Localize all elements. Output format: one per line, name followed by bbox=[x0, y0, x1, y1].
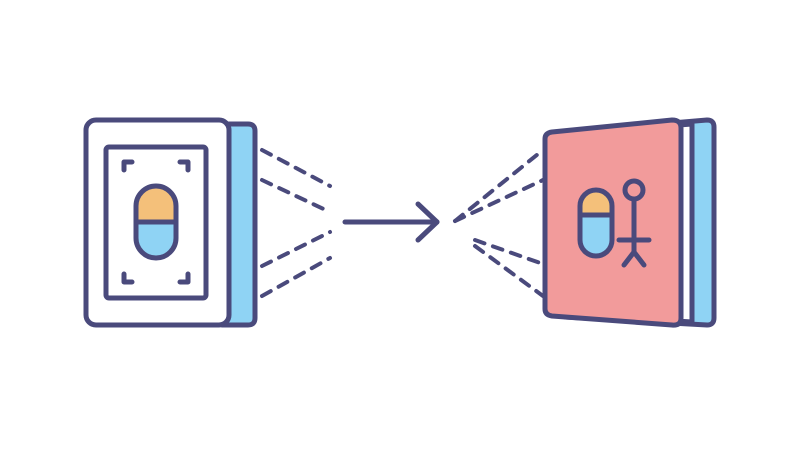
focus-corner-marks bbox=[121, 159, 191, 285]
right-projection-lines bbox=[453, 148, 545, 298]
pill-icon bbox=[133, 183, 179, 261]
right-arrow-icon bbox=[342, 201, 440, 243]
cover-pill-icon bbox=[577, 187, 615, 259]
medical-book-icon bbox=[542, 117, 717, 328]
person-symbol-icon bbox=[616, 178, 652, 268]
pill-card-icon bbox=[83, 117, 258, 328]
left-projection-lines bbox=[260, 148, 332, 298]
